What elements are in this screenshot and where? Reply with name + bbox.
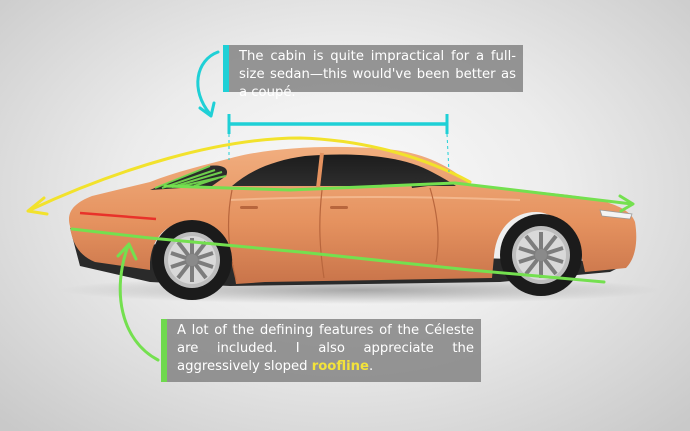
roofline-highlight: roofline: [311, 359, 369, 374]
cyan-arrowhead: [198, 101, 216, 118]
features-comment-text: A lot of the defining features of the Cé…: [177, 323, 474, 374]
headlight: [599, 209, 633, 220]
green-pointer-arrowhead: [116, 242, 138, 261]
green-pointer-arrow: [118, 244, 160, 362]
rear-glass-green-hatch: [154, 165, 227, 189]
cabin-comment-text: The cabin is quite impractical for a ful…: [239, 49, 516, 100]
cabin-comment-callout: The cabin is quite impractical for a ful…: [223, 45, 523, 100]
front-door-handle: [330, 206, 348, 209]
cyan-pointer-arrow: [196, 50, 220, 116]
tail-light: [79, 211, 157, 221]
beltline-green-arrow: [163, 181, 634, 206]
cabin-length-dimension: [227, 114, 450, 173]
car-windows: [232, 154, 456, 186]
features-comment-end: .: [368, 359, 374, 374]
door-seams: [227, 187, 439, 281]
features-comment-callout: A lot of the defining features of the Cé…: [161, 319, 481, 382]
green-arrowhead-front: [618, 194, 635, 213]
body-crease: [229, 196, 521, 201]
lower-sill-green-line: [70, 227, 606, 284]
rear-wheel: [152, 220, 232, 300]
front-wheel: [500, 214, 582, 296]
yellow-arrowhead: [26, 196, 49, 216]
roofline-yellow-arrow: [28, 136, 472, 212]
rear-door-handle: [240, 206, 258, 209]
b-pillar: [316, 152, 324, 189]
